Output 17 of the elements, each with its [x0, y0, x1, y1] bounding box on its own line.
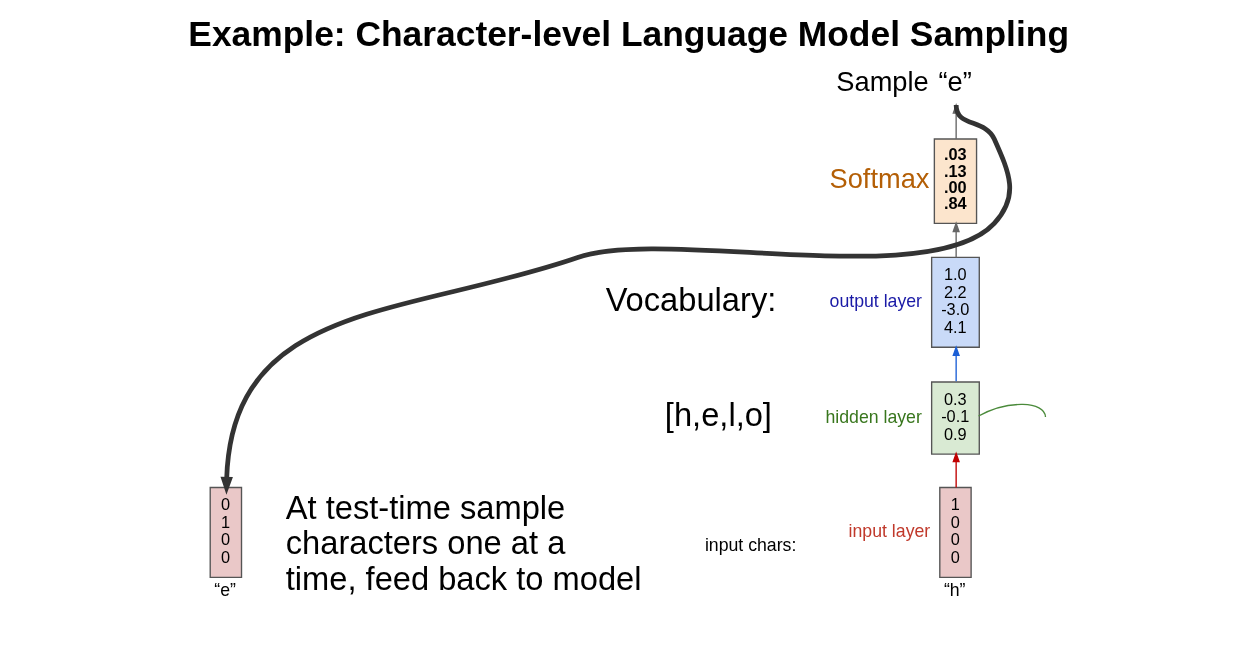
node-text: “e”: [938, 66, 972, 98]
node-label: Softmax: [829, 163, 930, 195]
label: Vocabulary:: [605, 280, 777, 318]
diagram-title: Example: Character-level Language Model Sampling: [188, 14, 1070, 54]
label: At test-time sample characters one at a time, feed back to model: [285, 489, 642, 597]
label: input chars:: [704, 534, 797, 555]
node-label: “h”: [943, 579, 966, 600]
node-label: Sample: [836, 66, 929, 98]
label: [h,e,l,o]: [664, 395, 772, 433]
connector: [977, 403, 1047, 418]
node-label: “e”: [214, 579, 236, 600]
arrow: [952, 451, 960, 489]
arrow: [952, 345, 960, 382]
node-label: hidden layer: [825, 406, 922, 427]
node-label: input layer: [848, 521, 931, 542]
arrow: [952, 221, 960, 259]
node-label: output layer: [829, 290, 922, 311]
